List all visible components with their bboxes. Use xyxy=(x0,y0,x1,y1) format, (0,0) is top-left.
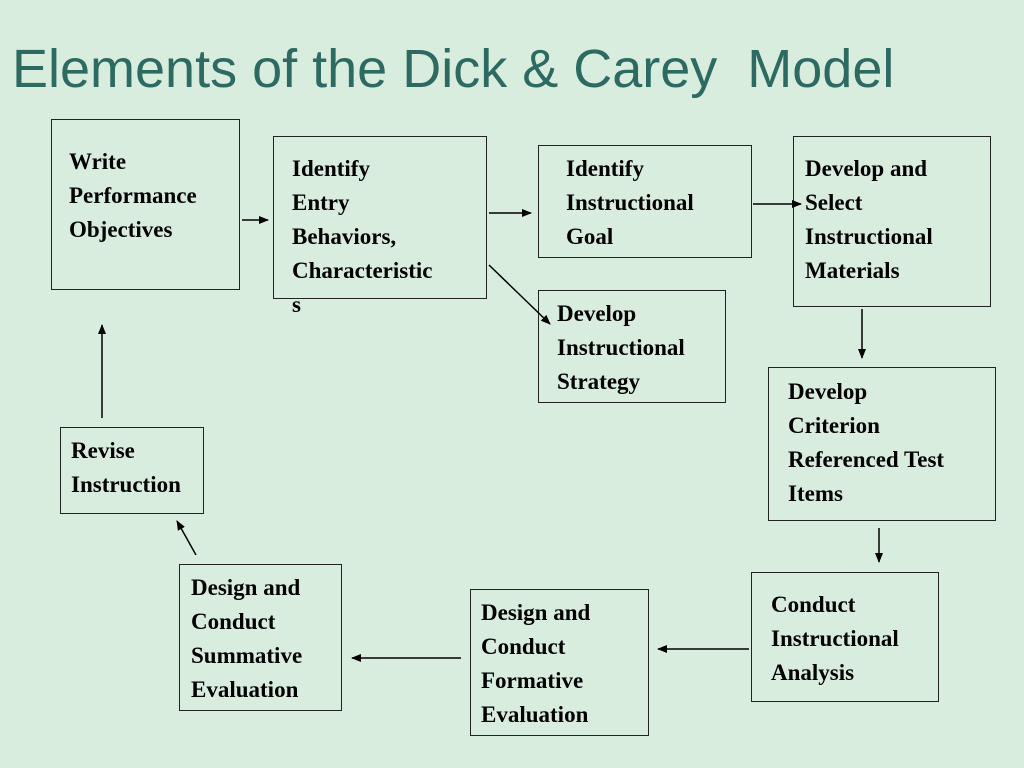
node-line: Criterion xyxy=(788,413,880,438)
node-summative-evaluation: Design and Conduct Summative Evaluation xyxy=(179,564,342,711)
node-line: Develop xyxy=(557,301,637,326)
node-line: Evaluation xyxy=(191,677,299,702)
node-line: Develop xyxy=(788,379,868,404)
node-line: Materials xyxy=(805,258,900,283)
node-identify-entry-behaviors: Identify Entry Behaviors, Characteristic… xyxy=(273,136,487,317)
node-line: Strategy xyxy=(557,369,641,394)
node-line: Referenced Test xyxy=(788,447,945,472)
node-line: Performance xyxy=(69,183,197,208)
node-line: s xyxy=(292,292,301,317)
node-line: Instruction xyxy=(71,472,181,497)
node-line: Characteristic xyxy=(292,258,433,283)
node-line: Items xyxy=(788,481,843,506)
node-line: Formative xyxy=(481,668,584,693)
node-line: Instructional xyxy=(557,335,685,360)
node-line: Analysis xyxy=(771,660,855,685)
node-line: Design and xyxy=(191,575,301,600)
node-line: Summative xyxy=(191,643,303,668)
node-line: Develop and xyxy=(805,156,928,181)
node-line: Entry xyxy=(292,190,350,215)
node-line: Conduct xyxy=(771,592,856,617)
node-revise-instruction: Revise Instruction xyxy=(60,427,204,514)
node-line: Instructional xyxy=(771,626,899,651)
node-line: Revise xyxy=(71,438,135,463)
arrow-entry-to-strategy xyxy=(488,264,551,325)
node-develop-criterion-test-items: Develop Criterion Referenced Test Items xyxy=(768,367,996,521)
node-line: Identify xyxy=(566,156,644,181)
node-identify-instructional-goal: Identify Instructional Goal xyxy=(538,145,752,258)
node-line: Conduct xyxy=(481,634,566,659)
node-line: Behaviors, xyxy=(292,224,397,249)
node-develop-select-materials: Develop and Select Instructional Materia… xyxy=(793,136,991,307)
node-line: Instructional xyxy=(805,224,933,249)
node-line: Instructional xyxy=(566,190,694,215)
node-develop-instructional-strategy: Develop Instructional Strategy xyxy=(538,290,726,403)
node-line: Write xyxy=(69,149,127,174)
node-write-performance-objectives: Write Performance Objectives xyxy=(51,119,240,290)
page-title: Elements of the Dick & Carey Model xyxy=(12,39,895,99)
node-line: Conduct xyxy=(191,609,276,634)
node-line: Goal xyxy=(566,224,614,249)
node-line: Objectives xyxy=(69,217,173,242)
node-line: Design and xyxy=(481,600,591,625)
node-conduct-instructional-analysis: Conduct Instructional Analysis xyxy=(751,572,939,702)
node-line: Select xyxy=(805,190,863,215)
node-formative-evaluation: Design and Conduct Formative Evaluation xyxy=(470,589,649,736)
node-line: Evaluation xyxy=(481,702,589,727)
node-line: Identify xyxy=(292,156,370,181)
arrow-summative-to-revise xyxy=(176,520,197,556)
